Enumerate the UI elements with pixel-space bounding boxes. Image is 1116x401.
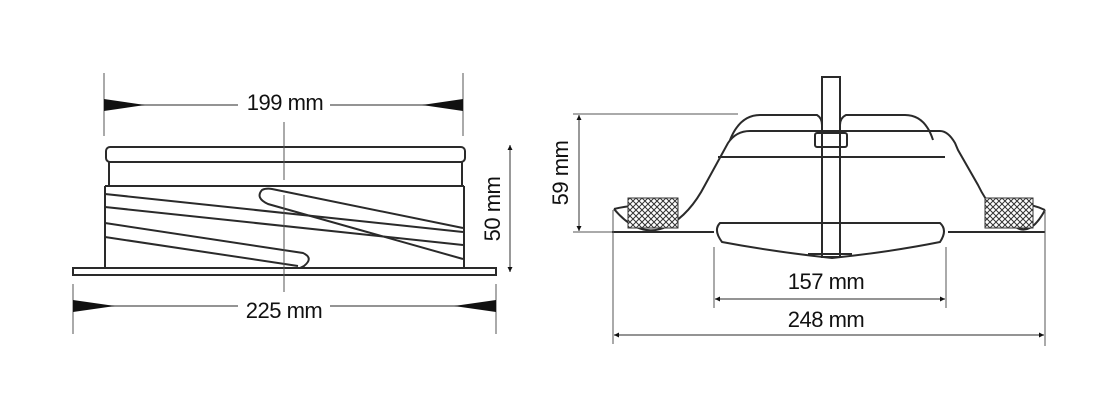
- left-seal: [627, 197, 679, 229]
- center-stem: [821, 76, 841, 258]
- overall-width-label: 248 mm: [788, 307, 864, 332]
- section-height-label: 59 mm: [548, 141, 573, 206]
- top-width-label: 199 mm: [247, 90, 323, 115]
- deflector-disc: [716, 222, 945, 260]
- height-label: 50 mm: [480, 177, 505, 242]
- diffuser-shell: [613, 130, 1046, 232]
- right-seal: [984, 197, 1034, 229]
- flange-width-label: 225 mm: [246, 298, 322, 323]
- side-view: 199 mm 50 mm 225 mm: [72, 73, 513, 334]
- section-view: 59 mm 157 mm 248 mm: [548, 76, 1046, 346]
- top-cap: [105, 146, 466, 163]
- disc-width-label: 157 mm: [788, 269, 864, 294]
